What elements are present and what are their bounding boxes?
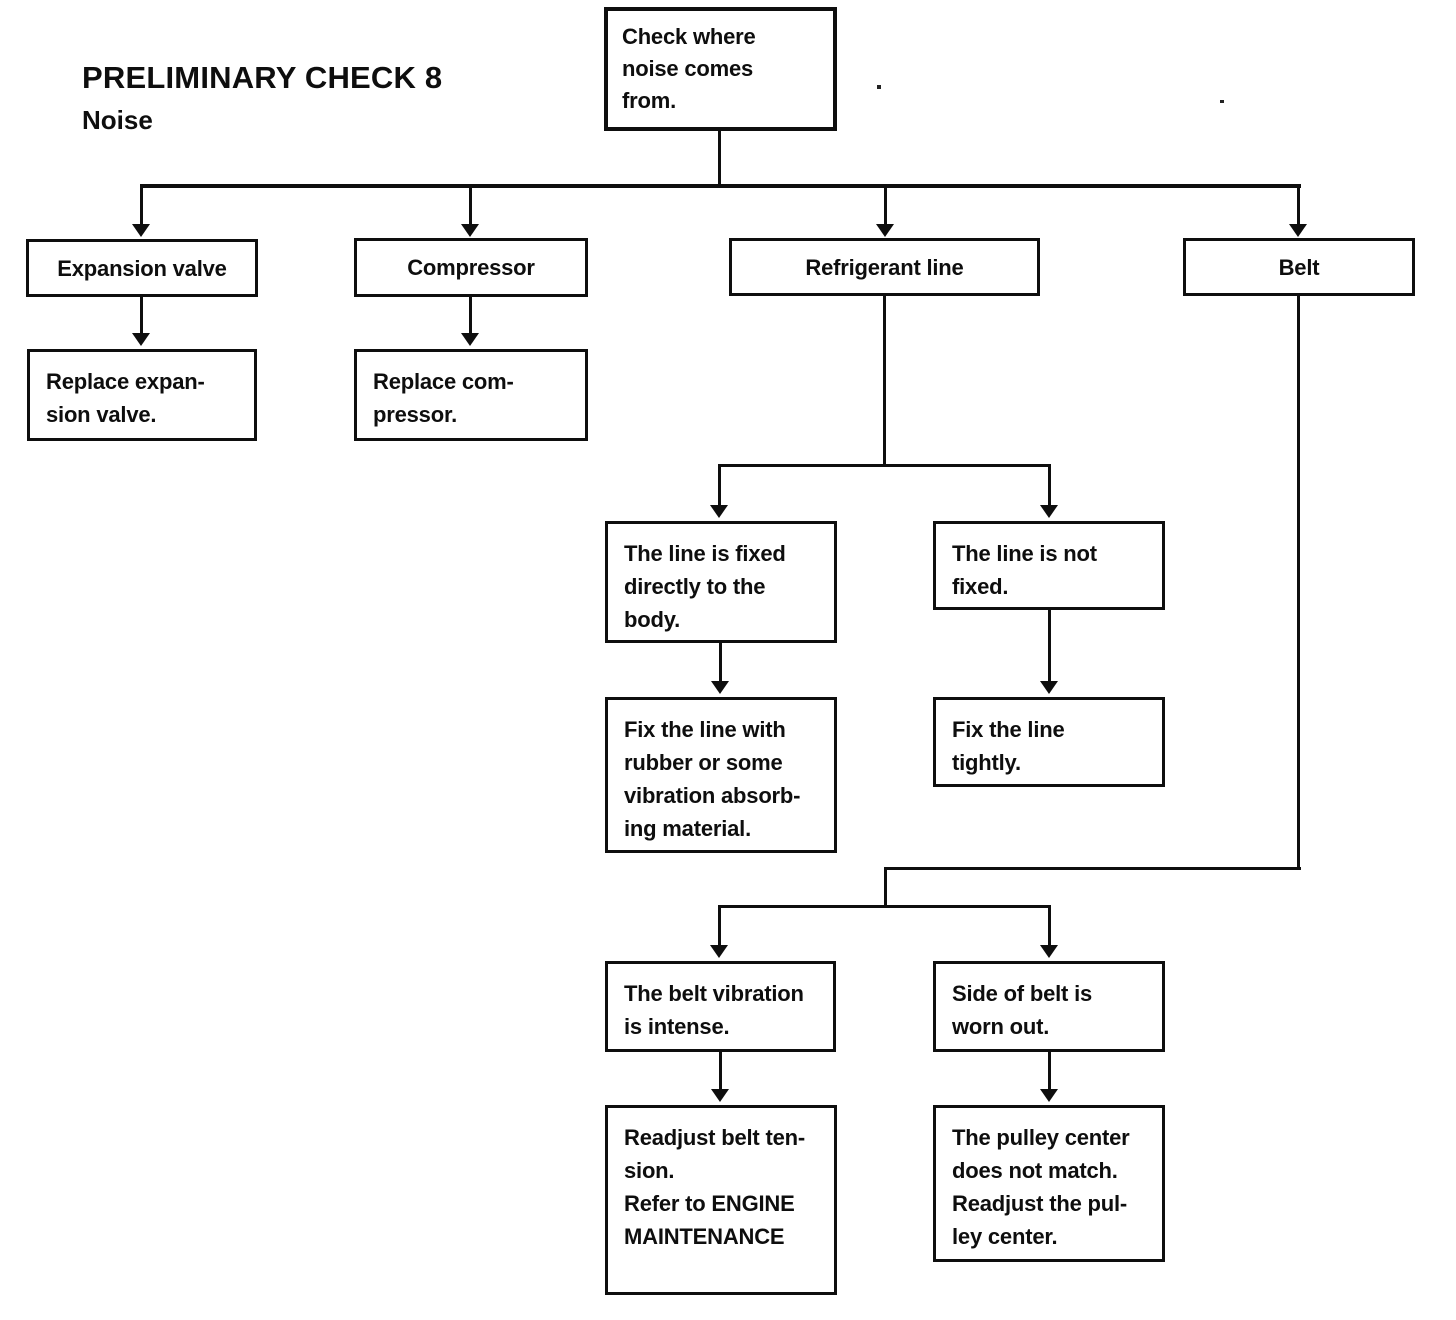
node-fix-line-with-rubber: Fix the line with rubber or some vibrati… xyxy=(605,697,837,853)
node-fix-line-tightly: Fix the line tightly. xyxy=(933,697,1165,787)
flow-line xyxy=(140,296,143,333)
node-side-of-belt-worn: Side of belt is worn out. xyxy=(933,961,1165,1052)
flow-line xyxy=(1048,610,1051,681)
arrowhead-down-icon xyxy=(1040,681,1058,694)
flow-line xyxy=(719,1052,722,1089)
arrowhead-down-icon xyxy=(1040,1089,1058,1102)
page-subtitle: Noise xyxy=(82,105,153,135)
arrowhead-down-icon xyxy=(1040,505,1058,518)
arrowhead-down-icon xyxy=(461,333,479,346)
node-refrigerant-line: Refrigerant line xyxy=(729,238,1040,296)
flow-line xyxy=(469,296,472,333)
flow-line xyxy=(884,188,887,224)
arrowhead-down-icon xyxy=(132,224,150,237)
flow-line xyxy=(719,643,722,681)
flow-line xyxy=(1297,296,1300,870)
node-replace-compressor: Replace com- pressor. xyxy=(354,349,588,441)
node-line-not-fixed: The line is not fixed. xyxy=(933,521,1165,610)
node-expansion-valve: Expansion valve xyxy=(26,239,258,297)
flow-line xyxy=(718,467,721,505)
flow-line xyxy=(884,867,887,908)
flow-line xyxy=(883,296,886,467)
flow-line xyxy=(1048,467,1051,505)
scan-speck xyxy=(877,85,881,89)
flow-line xyxy=(1048,1052,1051,1089)
node-belt-vibration-intense: The belt vibration is intense. xyxy=(605,961,836,1052)
node-belt: Belt xyxy=(1183,238,1415,296)
flow-line xyxy=(718,131,721,186)
flow-line xyxy=(140,188,143,224)
arrowhead-down-icon xyxy=(132,333,150,346)
flow-line xyxy=(718,908,721,945)
flow-line xyxy=(1297,188,1300,224)
arrowhead-down-icon xyxy=(711,681,729,694)
page-title: PRELIMINARY CHECK 8 xyxy=(82,60,443,95)
flow-line xyxy=(884,867,1301,870)
flow-line xyxy=(469,188,472,224)
node-compressor: Compressor xyxy=(354,238,588,297)
arrowhead-down-icon xyxy=(1289,224,1307,237)
node-replace-expansion-valve: Replace expan- sion valve. xyxy=(27,349,257,441)
arrowhead-down-icon xyxy=(711,1089,729,1102)
arrowhead-down-icon xyxy=(876,224,894,237)
arrowhead-down-icon xyxy=(710,945,728,958)
flow-line xyxy=(140,184,1301,188)
flow-line xyxy=(718,464,1051,467)
arrowhead-down-icon xyxy=(461,224,479,237)
arrowhead-down-icon xyxy=(1040,945,1058,958)
node-line-fixed-to-body: The line is fixed directly to the body. xyxy=(605,521,837,643)
node-pulley-center-mismatch: The pulley center does not match. Readju… xyxy=(933,1105,1165,1262)
node-check-noise-source: Check where noise comes from. xyxy=(604,7,837,131)
flow-line xyxy=(1048,908,1051,945)
node-readjust-belt-tension: Readjust belt ten- sion. Refer to ENGINE… xyxy=(605,1105,837,1295)
flow-line xyxy=(718,905,1051,908)
scan-speck xyxy=(1220,100,1224,103)
arrowhead-down-icon xyxy=(710,505,728,518)
